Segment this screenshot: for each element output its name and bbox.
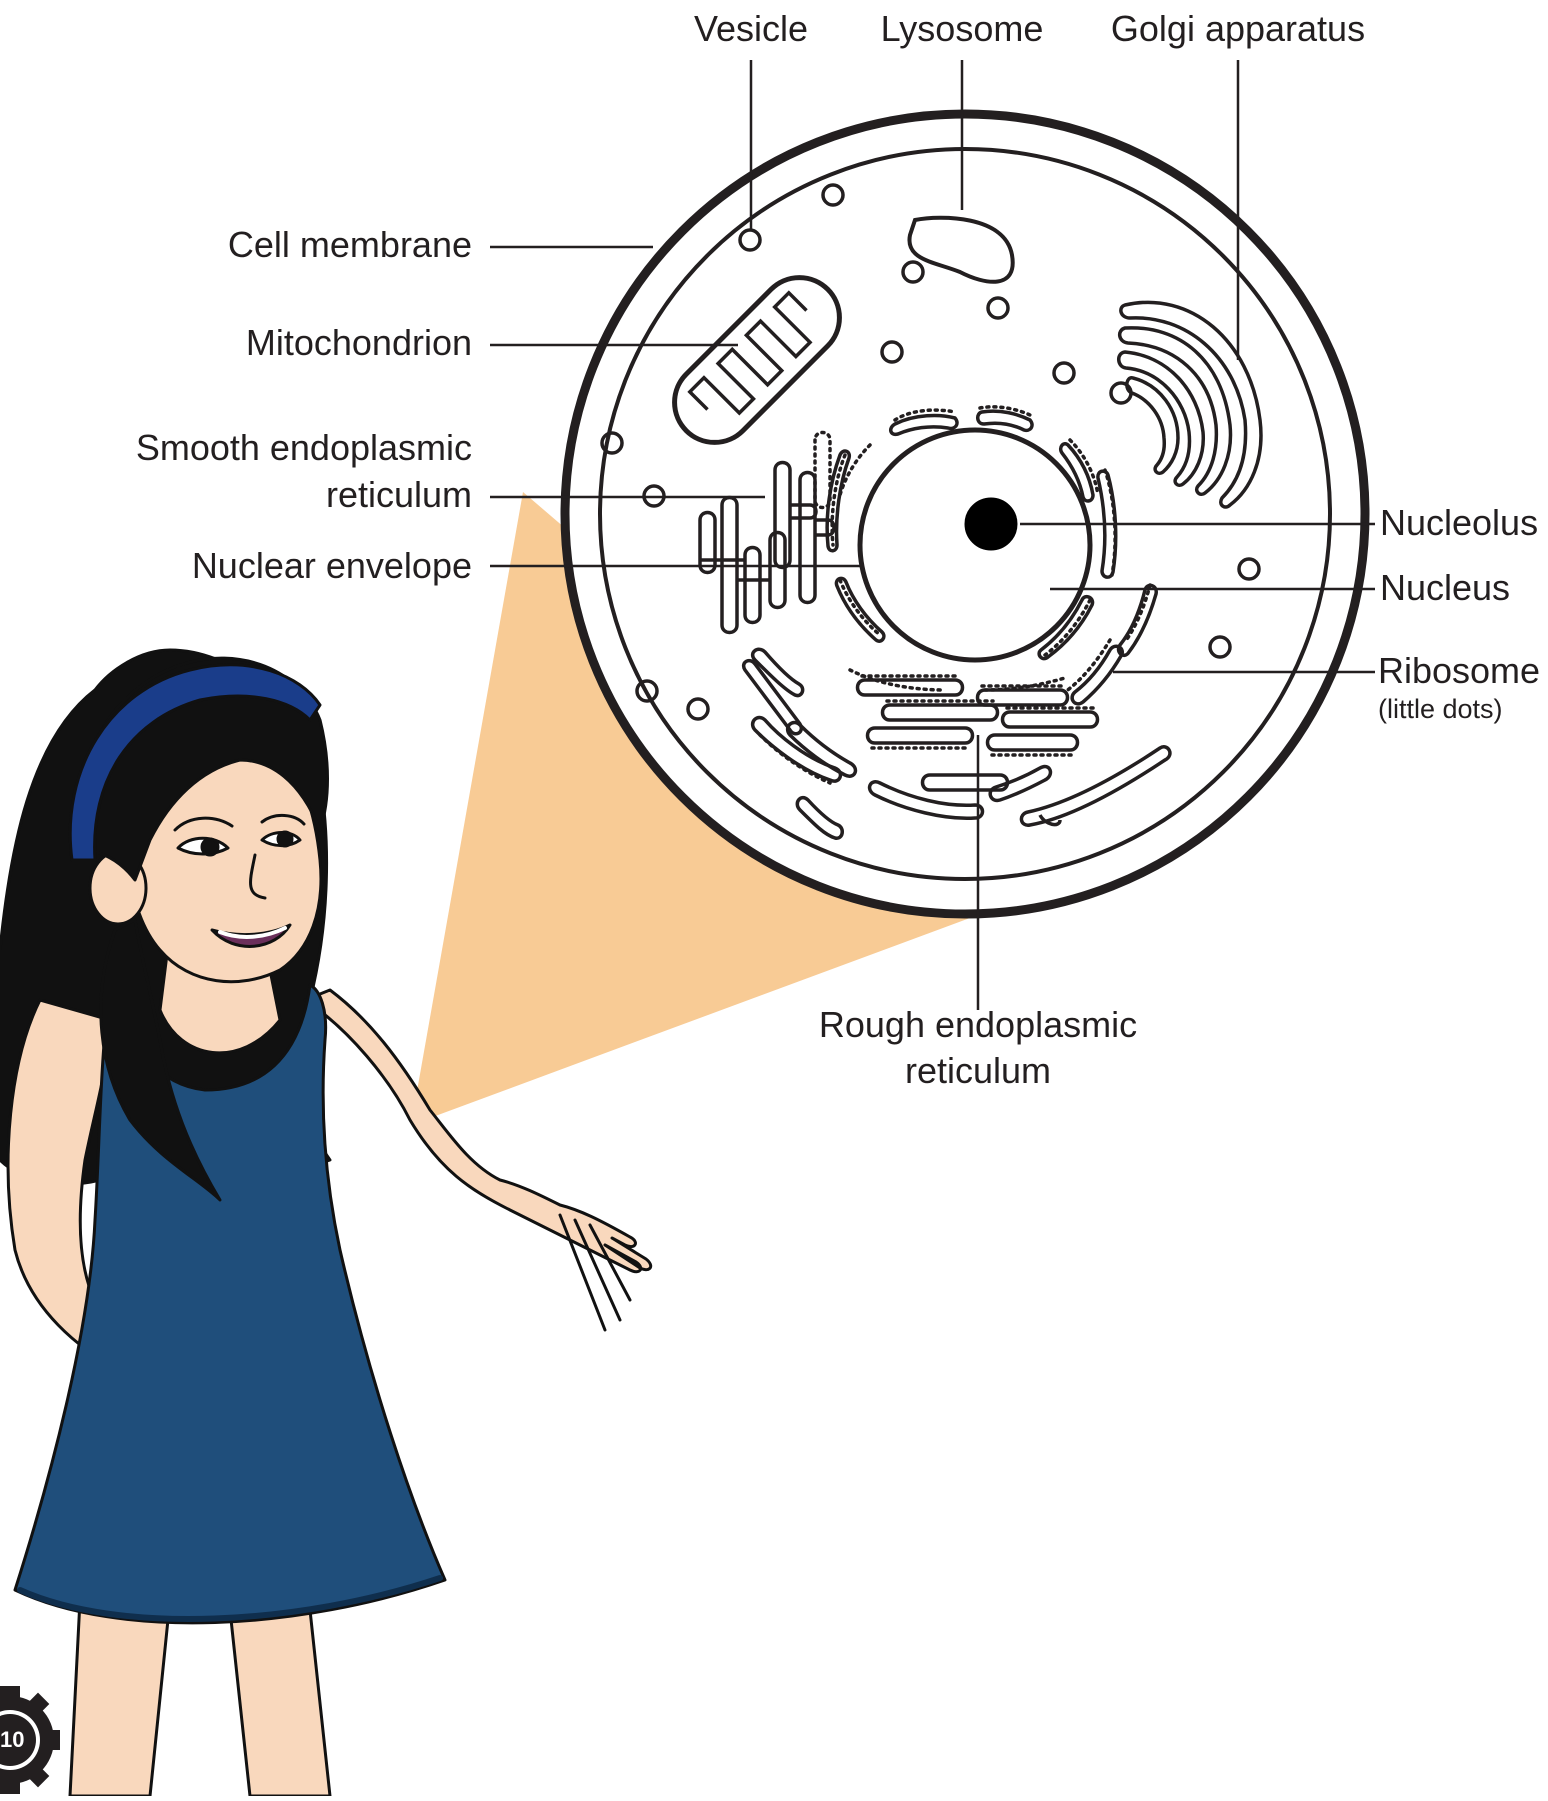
girl-leg-left xyxy=(70,1600,170,1796)
label-nucleus: Nucleus xyxy=(1380,565,1510,611)
label-mitochondrion: Mitochondrion xyxy=(130,320,472,366)
label-nuclear-envelope: Nuclear envelope xyxy=(90,543,472,589)
label-ribosome-note: (little dots) xyxy=(1378,694,1503,725)
label-lysosome: Lysosome xyxy=(870,6,1054,52)
label-smooth-er-line1: Smooth endoplasmic xyxy=(90,425,472,471)
page-number: 10 xyxy=(0,1727,24,1753)
label-ribosome: Ribosome xyxy=(1378,648,1540,694)
label-nucleolus: Nucleolus xyxy=(1380,500,1538,546)
label-golgi-apparatus: Golgi apparatus xyxy=(1102,6,1374,52)
nucleolus xyxy=(965,498,1017,550)
label-rough-er-line1: Rough endoplasmic xyxy=(778,1002,1178,1048)
label-cell-membrane: Cell membrane xyxy=(130,222,472,268)
cell-outer-boundary xyxy=(565,114,1365,914)
label-vesicle: Vesicle xyxy=(672,6,830,52)
girl-leg-right xyxy=(230,1610,330,1796)
label-rough-er-line2: reticulum xyxy=(778,1048,1178,1094)
label-smooth-er-line2: reticulum xyxy=(90,472,472,518)
